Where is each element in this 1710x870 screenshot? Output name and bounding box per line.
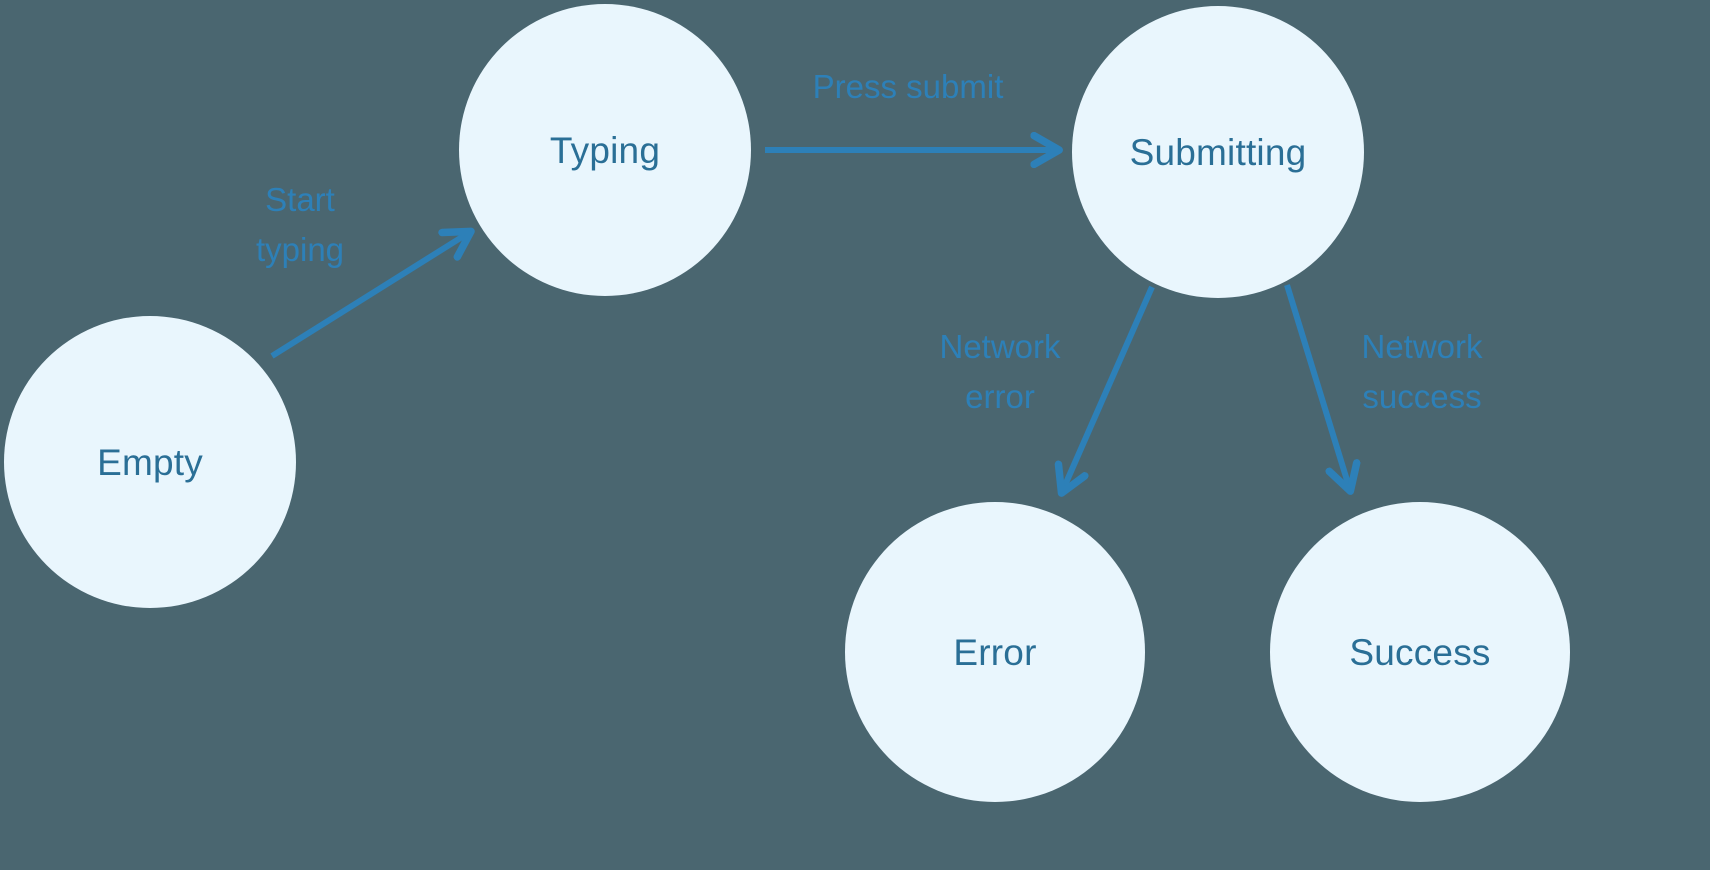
transition-arrow-empty-to-typing xyxy=(270,232,470,359)
state-node-error[interactable]: Error xyxy=(845,502,1145,802)
state-node-label: Submitting xyxy=(1129,131,1307,173)
state-node-success[interactable]: Success xyxy=(1270,502,1570,802)
transition-label-empty-to-typing: Start typing xyxy=(255,181,345,268)
state-node-label: Typing xyxy=(549,129,661,171)
transition-label-submitting-to-success: Network success xyxy=(1361,328,1483,415)
transition-label-typing-to-submitting: Press submit xyxy=(812,68,1004,105)
state-node-empty[interactable]: Empty xyxy=(4,316,296,608)
transition-arrow-submitting-to-error xyxy=(1062,285,1155,492)
transition-label-submitting-to-error: Network error xyxy=(939,328,1061,415)
state-node-label: Empty xyxy=(97,441,203,483)
transition-arrow-submitting-to-success xyxy=(1284,284,1350,490)
state-node-label: Error xyxy=(953,631,1037,673)
state-node-submitting[interactable]: Submitting xyxy=(1072,6,1364,298)
state-node-label: Success xyxy=(1349,631,1491,673)
state-node-typing[interactable]: Typing xyxy=(459,4,751,296)
